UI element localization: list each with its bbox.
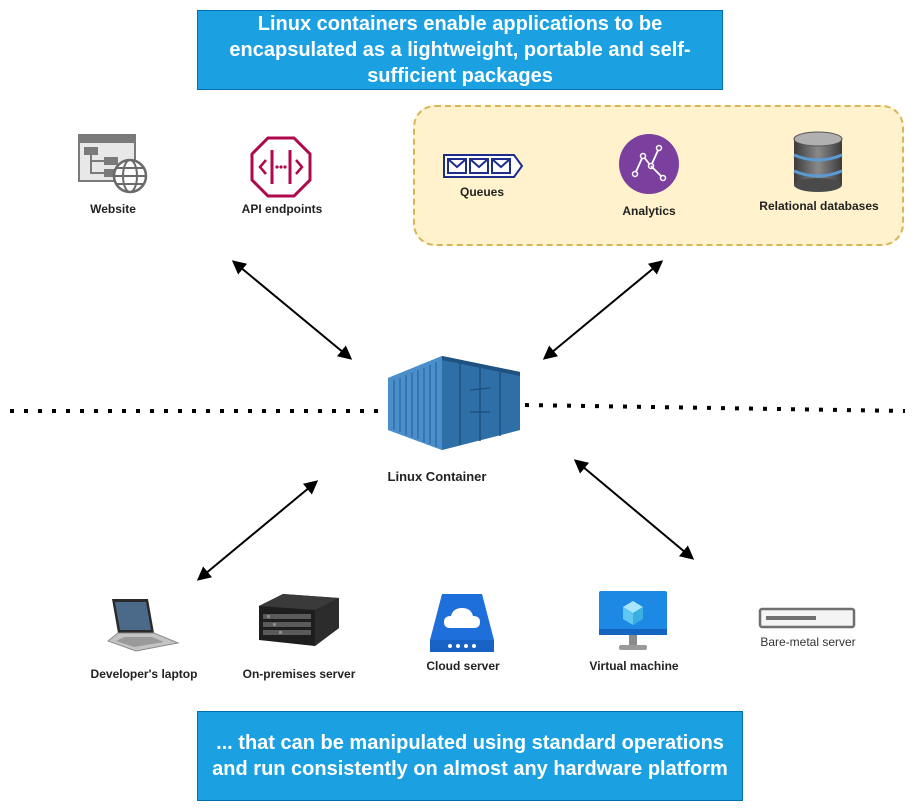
top-banner: Linux containers enable applications to … <box>197 10 723 90</box>
databases-label: Relational databases <box>759 199 879 213</box>
website-label: Website <box>90 202 136 216</box>
linux-container-label: Linux Container <box>387 469 487 484</box>
api-gateway-icon <box>250 136 312 198</box>
analytics-icon <box>619 134 679 194</box>
virtual-machine-label: Virtual machine <box>589 659 679 673</box>
arrow-top-right <box>542 260 664 360</box>
bottom-banner: ... that can be manipulated using standa… <box>197 711 743 801</box>
on-premises-server-label: On-premises server <box>242 667 356 681</box>
queues-label: Queues <box>459 185 505 199</box>
cloud-server-label: Cloud server <box>426 659 500 673</box>
bare-metal-server-icon <box>758 607 856 629</box>
api-endpoints-label: API endpoints <box>241 202 323 216</box>
website-icon <box>78 134 148 194</box>
arrow-bottom-left <box>196 480 319 581</box>
bare-metal-server-label: Bare-metal server <box>760 635 856 649</box>
virtual-machine-icon <box>599 591 667 650</box>
arrow-bottom-right <box>573 459 695 560</box>
laptop-label: Developer's laptop <box>90 667 198 681</box>
cloud-server-icon <box>430 594 494 652</box>
arrow-top-left <box>231 260 353 360</box>
queue-icon <box>443 154 524 178</box>
divider-line-right <box>524 403 906 413</box>
server-icon <box>259 594 339 646</box>
database-icon <box>793 131 843 192</box>
analytics-label: Analytics <box>622 204 676 218</box>
shipping-container-icon <box>388 356 520 450</box>
laptop-icon <box>106 599 180 652</box>
